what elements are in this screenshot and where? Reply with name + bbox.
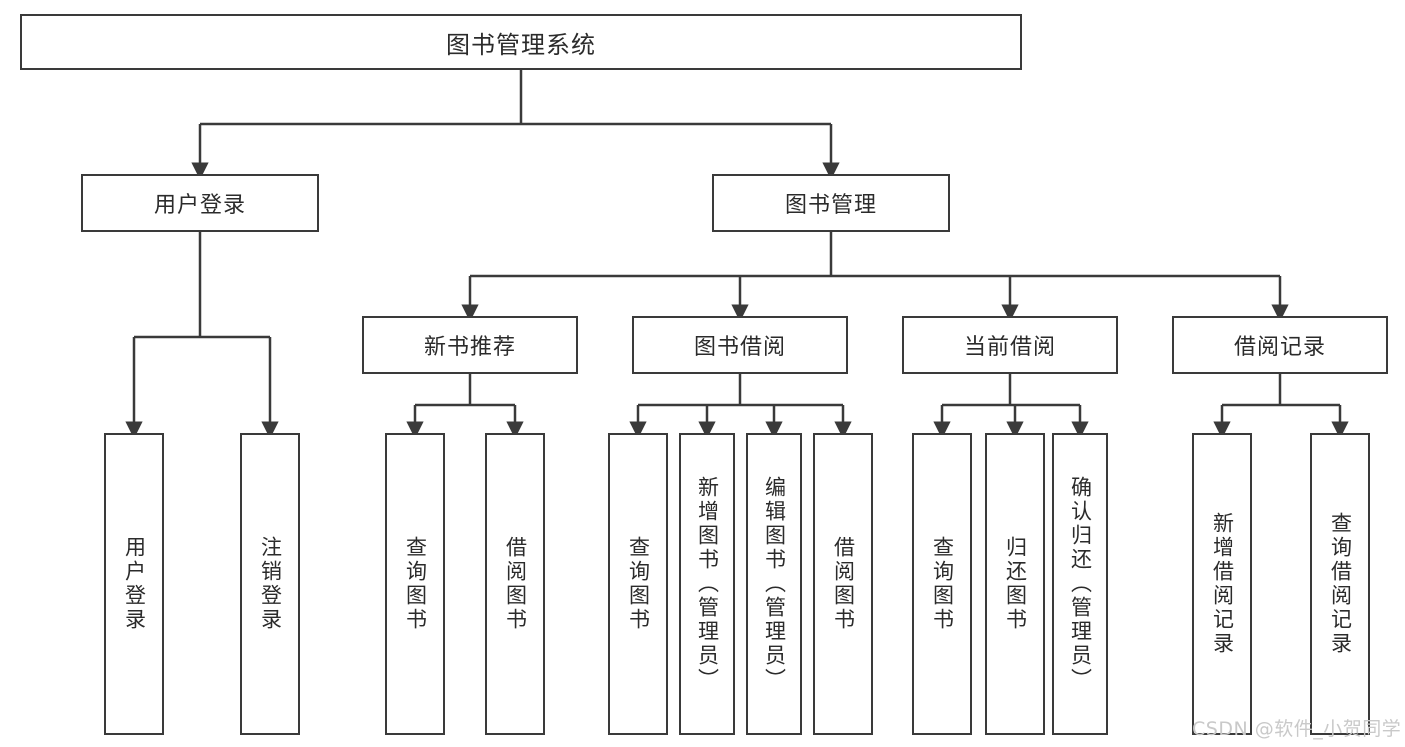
leaf-confirm-return[interactable]: 确认归还（管理员） (1052, 433, 1108, 735)
leaf-add-record[interactable]: 新增借阅记录 (1192, 433, 1252, 735)
leaf-borrow-book-2[interactable]: 借阅图书 (813, 433, 873, 735)
leaf-user-logout[interactable]: 注销登录 (240, 433, 300, 735)
leaf-label: 编辑图书（管理员） (762, 476, 787, 692)
node-label: 借阅记录 (1233, 335, 1326, 360)
leaf-query-book-1[interactable]: 查询图书 (385, 433, 445, 735)
leaf-add-book[interactable]: 新增图书（管理员） (679, 433, 735, 735)
node-new-book-rec[interactable]: 新书推荐 (362, 316, 578, 374)
node-book-borrow[interactable]: 图书借阅 (632, 316, 848, 374)
watermark: CSDN @软件_小贺同学 (1192, 718, 1402, 740)
leaf-user-login[interactable]: 用户登录 (104, 433, 164, 735)
leaf-label: 借阅图书 (503, 536, 528, 632)
leaf-label: 新增图书（管理员） (695, 476, 720, 692)
leaf-query-record[interactable]: 查询借阅记录 (1310, 433, 1370, 735)
leaf-label: 借阅图书 (831, 536, 856, 632)
leaf-label: 查询借阅记录 (1328, 512, 1353, 656)
leaf-label: 查询图书 (930, 536, 955, 632)
leaf-query-book-3[interactable]: 查询图书 (912, 433, 972, 735)
node-user-login[interactable]: 用户登录 (81, 174, 319, 232)
leaf-label: 归还图书 (1003, 536, 1028, 632)
node-current-borrow[interactable]: 当前借阅 (902, 316, 1118, 374)
leaf-label: 用户登录 (122, 536, 147, 632)
leaf-edit-book[interactable]: 编辑图书（管理员） (746, 433, 802, 735)
leaf-label: 查询图书 (626, 536, 651, 632)
leaf-return-book[interactable]: 归还图书 (985, 433, 1045, 735)
leaf-query-book-2[interactable]: 查询图书 (608, 433, 668, 735)
leaf-label: 新增借阅记录 (1210, 512, 1235, 656)
leaf-label: 确认归还（管理员） (1068, 476, 1093, 692)
node-root[interactable]: 图书管理系统 (20, 14, 1022, 70)
node-label: 图书管理系统 (446, 30, 596, 59)
leaf-borrow-book-1[interactable]: 借阅图书 (485, 433, 545, 735)
node-label: 当前借阅 (963, 335, 1056, 360)
node-borrow-record[interactable]: 借阅记录 (1172, 316, 1388, 374)
node-book-manage[interactable]: 图书管理 (712, 174, 950, 232)
leaf-label: 查询图书 (403, 536, 428, 632)
node-label: 图书管理 (784, 193, 877, 218)
node-label: 图书借阅 (693, 335, 786, 360)
node-label: 新书推荐 (423, 335, 516, 360)
leaf-label: 注销登录 (258, 536, 283, 632)
node-label: 用户登录 (153, 193, 246, 218)
